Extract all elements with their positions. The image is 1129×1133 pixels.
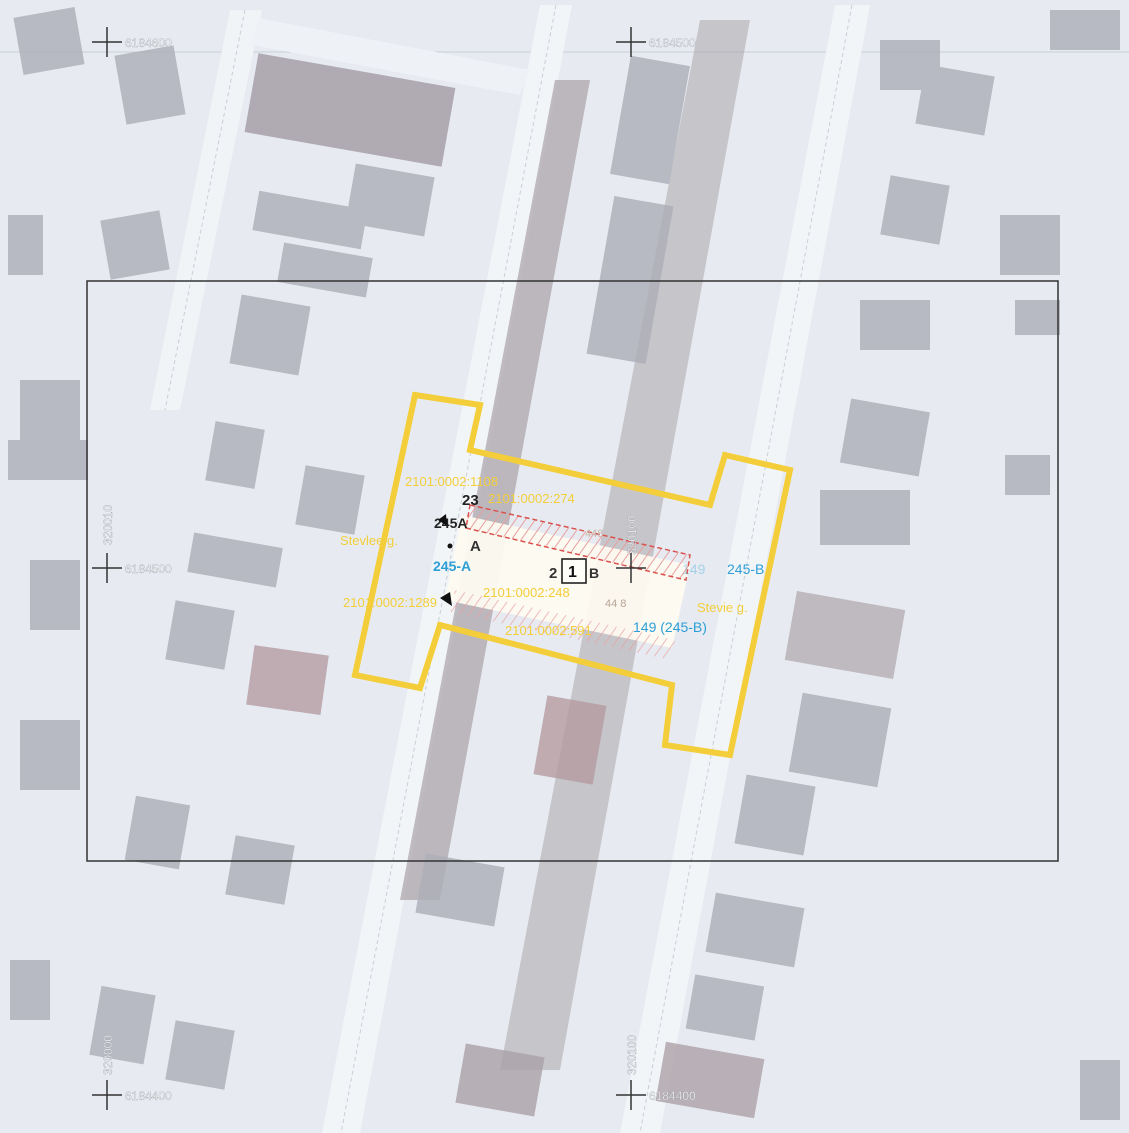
point-markers xyxy=(438,514,453,606)
parcel-label-248[interactable]: 2101:0002:248 xyxy=(483,585,570,600)
buildings xyxy=(8,7,1120,1120)
street-label-left: Stevlee g. xyxy=(340,533,398,548)
grid-label-vert-bottom-right: 320100 xyxy=(625,1035,639,1075)
grid-label-top-right: 6184500 xyxy=(649,36,696,50)
area-code-23: 23 xyxy=(462,492,479,509)
parcel-label-448-a: 448 xyxy=(585,528,603,540)
parcel-label-591[interactable]: 2101:0002:591 xyxy=(505,623,592,638)
area-code-245b[interactable]: 245-B xyxy=(727,561,764,577)
area-code-149-faint: 149 xyxy=(682,561,706,577)
hatched-parcel xyxy=(465,504,691,581)
grid-label-vert-mid-right: 320100 xyxy=(625,515,639,555)
parcel-label-1108[interactable]: 2101:0002:1108 xyxy=(405,474,498,489)
grid-label-top-left: 6184600 xyxy=(125,36,172,50)
roads xyxy=(150,4,870,1133)
parcel-label-1289[interactable]: 2101:0002:1289 xyxy=(343,595,437,610)
hatched-parcel-lower xyxy=(450,590,675,660)
area-code-245a[interactable]: 245-A xyxy=(433,558,471,574)
area-code-245a-black: 245A xyxy=(434,515,467,531)
area-code-a: A xyxy=(470,538,481,555)
area-code-149-245b[interactable]: 149 (245-B) xyxy=(633,619,707,635)
grid-label-vert-bottom-left: 320000 xyxy=(101,1035,115,1075)
selected-parcel-marker[interactable] xyxy=(561,558,587,584)
grid-crosses xyxy=(92,27,646,1110)
map-frame xyxy=(86,280,1059,862)
grid-label-vert-mid-left: 320010 xyxy=(101,505,115,545)
area-code-2: 2 xyxy=(549,565,557,582)
street-label-right: Stevie g. xyxy=(697,600,748,615)
grid-label-mid-left: 6184500 xyxy=(125,562,172,576)
parcel-label-448-b: 44 8 xyxy=(605,598,626,610)
highlight-polygons xyxy=(351,391,794,759)
grid-label-bottom-left: 6184400 xyxy=(125,1089,172,1103)
parcel-label-274[interactable]: 2101:0002:274 xyxy=(488,491,575,506)
area-code-1: 1 xyxy=(568,564,577,581)
grid-label-bottom-right: 6184400 xyxy=(649,1089,696,1103)
area-code-b: B xyxy=(589,565,599,581)
